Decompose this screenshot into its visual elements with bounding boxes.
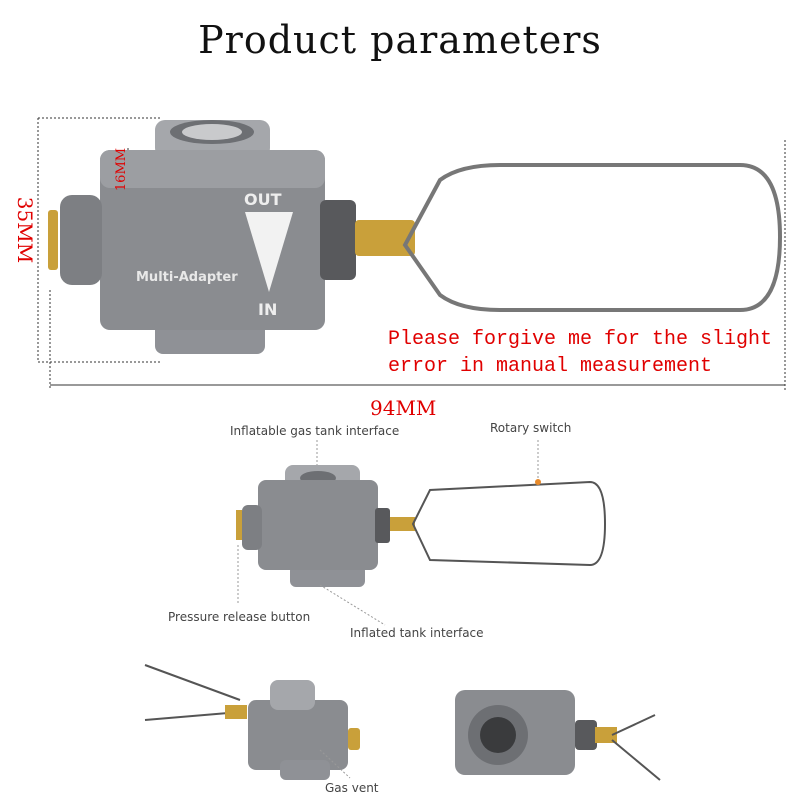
label-pressure-button: Pressure release button (168, 610, 311, 624)
note-line-1: Please forgive me for the slight (388, 328, 773, 351)
adapter-angle-2 (455, 690, 661, 781)
measurement-note: Please forgive me for the slight error i… (388, 326, 772, 380)
length-dimension: 94MM (370, 396, 437, 420)
label-rotary-switch: Rotary switch (490, 421, 572, 435)
in-label: IN (258, 300, 278, 319)
height-dimension: 35MM (13, 196, 38, 264)
adapter-large (48, 120, 783, 354)
adapter-labeled (236, 440, 607, 626)
out-label: OUT (244, 190, 282, 209)
adapter-angle-1 (144, 664, 360, 780)
page-title: Product parameters (198, 18, 602, 62)
port-dimension: 16MM (114, 147, 130, 192)
brand-label: Multi-Adapter (136, 270, 238, 285)
label-top-port: Inflatable gas tank interface (230, 424, 400, 438)
label-bottom-port: Inflated tank interface (350, 626, 484, 640)
note-line-2: error in manual measurement (388, 355, 713, 378)
label-gas-vent: Gas vent (325, 781, 379, 795)
